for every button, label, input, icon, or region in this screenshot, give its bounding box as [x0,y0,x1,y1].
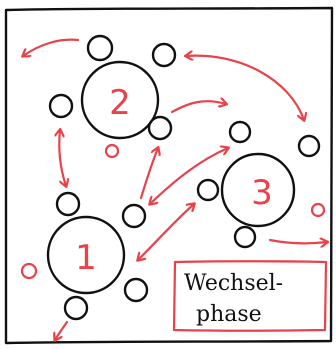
seat-red [20,262,38,280]
seat [151,42,177,68]
table-3-group: 3 [196,120,326,249]
phase-label: Wechsel- phase [172,260,328,332]
seat [86,34,114,62]
table-1-circle [46,215,126,295]
seat [121,203,147,229]
arrow [139,148,158,200]
arrow [138,204,194,260]
seat-red [104,143,120,159]
arrow [23,38,80,56]
seat [123,277,149,303]
phase-label-box [172,260,328,332]
table-1-number: 1 [75,238,97,278]
arrow [186,56,304,120]
arrow [268,240,327,243]
arrow [59,130,66,186]
table-3-number: 3 [251,173,273,213]
arrow [150,148,228,204]
seat [63,295,89,321]
seat [228,120,252,144]
arrow [55,320,69,340]
table-2-number: 2 [109,83,131,123]
seat [196,178,220,202]
arrow [170,101,226,114]
seat-red [310,202,326,218]
seat [147,115,173,141]
seat [48,93,74,119]
seat [297,134,321,158]
table-2-circle [80,60,160,140]
seat [55,191,81,217]
table-1-group: 1 [20,191,149,321]
seat [233,225,257,249]
phase-label-line2: phase [196,302,262,327]
table-2-group: 2 [48,34,177,159]
phase-label-line1: Wechsel- [184,271,283,296]
outer-frame [4,6,334,345]
